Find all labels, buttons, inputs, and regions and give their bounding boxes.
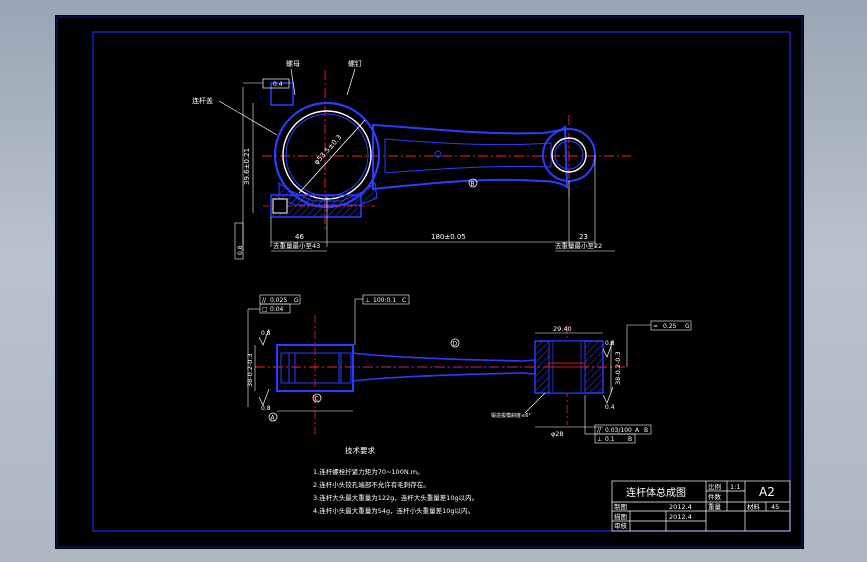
callout-nut: 螺母 — [286, 59, 300, 68]
fcf-bottom-1-val: 0.03/100 — [605, 427, 632, 434]
fcf-top-1-val: 0.025 — [270, 297, 287, 304]
shank-rib — [384, 138, 552, 174]
flag-box — [262, 78, 290, 89]
rough-stack-label: 0.8 — [237, 245, 244, 255]
datum-a-bubble — [268, 412, 278, 422]
fcf-top-3-sym: ⊥ — [365, 297, 370, 304]
note-bore-leader — [524, 392, 546, 414]
rough-stack — [234, 222, 244, 260]
tb-material-label: 材料 — [747, 502, 761, 511]
tech-requirements: 技术要求 1.连杆螺栓拧紧力矩为70~100N.m。 2.连杆小头铰孔端部不允许… — [313, 445, 478, 515]
note-left: 去重量最小至43 — [273, 241, 320, 250]
top-view: φ53.5±0.3 B 螺母 螺钉 连杆盖 0.4 39.6±0.21 0.8 … — [192, 59, 631, 260]
tech-req-item-1: 1.连杆螺栓拧紧力矩为70~100N.m。 — [313, 467, 424, 476]
bolt-boss-top — [270, 82, 294, 106]
oil-groove — [548, 362, 586, 368]
dim-right: 23 — [579, 233, 588, 241]
tb-sheet: A2 — [759, 485, 775, 499]
outer-sheet-border — [56, 16, 803, 548]
bolt-right — [338, 352, 352, 384]
dim-left: 46 — [295, 233, 304, 241]
cad-viewport[interactable]: φ53.5±0.3 B 螺母 螺钉 连杆盖 0.4 39.6±0.21 0.8 … — [55, 15, 804, 549]
bolt-left — [280, 352, 296, 384]
rough-2: 0.8 — [261, 405, 271, 412]
datum-d-bubble — [450, 338, 460, 348]
front-view: D C A // 0.025 G □ 0.04 ⊥ 100:0.1 C = 0.… — [246, 294, 692, 444]
tb-drawn-label: 制图 — [614, 502, 627, 511]
note-right: 去重量最小至22 — [555, 241, 602, 250]
datum-c-label: C — [315, 396, 319, 403]
datum-b-bubble — [468, 178, 478, 188]
datum-c-bubble — [312, 393, 322, 403]
tech-req-item-3: 3.连杆大头最大重量为122g，连杆大头重量差10g以内。 — [313, 493, 478, 502]
fcf-bottom-2-val: 0.1 — [605, 436, 615, 443]
fcf-bottom-1-sym: // — [597, 427, 602, 434]
connecting-rod-shank — [372, 123, 569, 191]
fcf-top-1-sym: // — [262, 297, 267, 304]
rough-sym-4 — [602, 386, 614, 404]
fcf-bottom-1-refb: B — [644, 427, 648, 434]
tb-material-value: 45 — [771, 503, 779, 511]
tb-scale-label: 比例 — [708, 482, 721, 491]
top-width: 29.40 — [553, 325, 572, 333]
leader-cap — [218, 100, 278, 136]
bolt-head — [272, 198, 288, 214]
note-bore: 锻造拔模斜度≤6° — [491, 412, 531, 419]
tb-date-1: 2012.4 — [669, 503, 692, 511]
right-height: 38-0.2-0.3 — [614, 351, 622, 385]
drawing-frame — [92, 31, 791, 532]
tech-req-title: 技术要求 — [345, 445, 375, 455]
title-block-text: 连杆体总成图 比例 1:1 件数 A2 重量 材料 45 制图 描图 审核 20… — [614, 482, 779, 530]
rough-1: 0.8 — [261, 330, 271, 337]
rough-sym-3 — [602, 340, 614, 358]
fcf-top-1-ref: G — [294, 297, 299, 304]
tech-req-item-2: 2.连杆小头铰孔端部不允许有毛刺存在。 — [313, 480, 430, 489]
tb-qty-label: 件数 — [708, 492, 722, 501]
tb-scale-value: 1:1 — [730, 483, 740, 491]
fcf-right — [650, 320, 692, 331]
fcf-top-3-val: 100:0.1 — [373, 297, 396, 304]
oil-hole — [434, 150, 442, 158]
fcf-right-sym: = — [653, 323, 658, 330]
datum-d-label: D — [453, 341, 458, 348]
small-end-bore-inner — [554, 140, 584, 170]
fcf-top-2-val: 0.04 — [270, 306, 284, 313]
leader-bolt — [346, 68, 356, 96]
rough-sym-2 — [258, 388, 270, 406]
flag-label-1: 0.4 — [273, 81, 283, 88]
callout-cap: 连杆盖 — [192, 96, 213, 105]
fcf-bottom-2-ref: B — [628, 436, 632, 443]
fcf-right-val: 0.25 — [663, 323, 677, 330]
left-height: 38-0.2-0.3 — [246, 353, 254, 387]
fcf-top-2-sym: □ — [262, 306, 268, 313]
tb-approve-label: 审核 — [614, 521, 628, 530]
tech-req-item-4: 4.连杆小头最大重量为54g，连杆小头重量差10g以内。 — [313, 506, 474, 515]
cad-drawing: φ53.5±0.3 B 螺母 螺钉 连杆盖 0.4 39.6±0.21 0.8 … — [56, 16, 803, 548]
fcf-right-ref: G — [685, 323, 690, 330]
rough-4: 0.4 — [605, 404, 615, 411]
title-block — [611, 480, 791, 532]
leader-nut — [290, 68, 296, 96]
fcf-bottom-2-sym: ⊥ — [597, 436, 602, 443]
fcf-bottom-2 — [594, 433, 636, 444]
small-end-bore — [551, 137, 587, 173]
rough-sym-1 — [258, 328, 270, 346]
dia-leader — [298, 119, 366, 194]
fcf-bottom-1-refa: A — [635, 427, 640, 434]
tb-weight-label: 重量 — [708, 503, 722, 511]
height-dim: 39.6±0.21 — [243, 148, 251, 185]
dim-center: 180±0.05 — [431, 233, 466, 241]
tb-check-label: 描图 — [614, 512, 627, 521]
datum-b-label: B — [471, 181, 475, 188]
callout-bolt: 螺钉 — [348, 59, 362, 68]
rough-3: 0.8 — [605, 340, 615, 347]
fcf-top-3-ref: C — [402, 297, 406, 304]
big-end-inner — [288, 352, 342, 384]
datum-a-label: A — [271, 415, 276, 422]
small-end-dim: φ28 — [551, 430, 564, 438]
fcf-top-3 — [362, 294, 410, 305]
tb-title: 连杆体总成图 — [626, 486, 686, 499]
fcf-top-2 — [259, 303, 291, 314]
tb-date-2: 2012.4 — [669, 513, 692, 521]
